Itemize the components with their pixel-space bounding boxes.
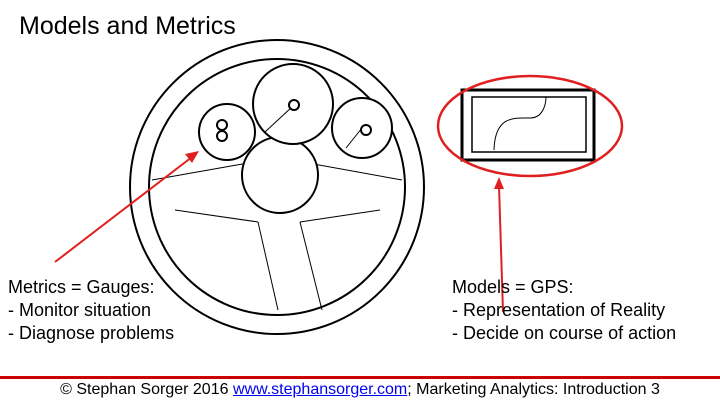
wheel-hub bbox=[242, 137, 318, 213]
models-caption-heading: Models = GPS: bbox=[452, 276, 676, 299]
metrics-caption-heading: Metrics = Gauges: bbox=[8, 276, 174, 299]
gps-device-screen bbox=[472, 97, 586, 152]
footer-copyright: © Stephan Sorger 2016 bbox=[60, 381, 228, 398]
gauge-top bbox=[253, 64, 333, 144]
metrics-caption-line1: - Monitor situation bbox=[8, 299, 174, 322]
gps-device bbox=[462, 90, 594, 160]
models-caption-line2: - Decide on course of action bbox=[452, 322, 676, 345]
wheel-spoke-lower-left bbox=[175, 210, 258, 222]
wheel-spoke-lower-right bbox=[300, 210, 380, 222]
models-caption-line1: - Representation of Reality bbox=[452, 299, 676, 322]
models-caption: Models = GPS: - Representation of Realit… bbox=[452, 276, 676, 345]
metrics-caption-line2: - Diagnose problems bbox=[8, 322, 174, 345]
metrics-pointer-arrow bbox=[55, 157, 192, 262]
footer-course-info: ; Marketing Analytics: Introduction 3 bbox=[407, 381, 660, 398]
gps-route-curve bbox=[494, 97, 546, 150]
models-arrow-head-icon bbox=[494, 177, 504, 189]
footer-website-link[interactable]: www.stephansorger.com bbox=[233, 381, 407, 398]
footer: © Stephan Sorger 2016 www.stephansorger.… bbox=[0, 379, 720, 401]
gauge-left-dial bbox=[199, 104, 255, 160]
gauge-right-pivot bbox=[361, 125, 371, 135]
metrics-caption: Metrics = Gauges: - Monitor situation - … bbox=[8, 276, 174, 345]
gauge-left bbox=[199, 104, 255, 160]
gauge-top-pivot bbox=[289, 100, 299, 110]
wheel-spoke-bottom-right bbox=[300, 222, 322, 310]
gauge-left-pivot-top bbox=[217, 120, 227, 130]
gps-device-frame bbox=[462, 90, 594, 160]
wheel-spoke-right bbox=[308, 163, 402, 180]
wheel-spoke-bottom-left bbox=[258, 222, 278, 310]
gauge-right bbox=[332, 98, 392, 158]
gauge-left-pivot-bottom bbox=[217, 131, 227, 141]
